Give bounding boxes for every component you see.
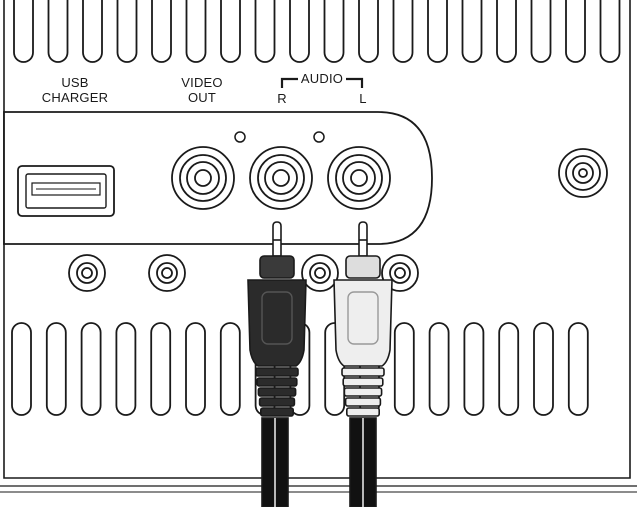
white-left-audio-plug	[333, 221, 393, 507]
vent-slot	[82, 0, 103, 63]
vent-slot	[393, 322, 415, 416]
vent-slot	[254, 0, 276, 63]
top-vent-slots	[13, 0, 621, 63]
vent-slot	[151, 0, 172, 63]
vent-slot	[567, 322, 589, 416]
vent-slot	[358, 0, 379, 63]
audio-left-label: L	[359, 91, 366, 106]
plug-strain-relief-rib	[345, 407, 380, 417]
vent-slot	[13, 0, 34, 63]
vent-slot	[11, 322, 32, 416]
vent-slot	[289, 0, 310, 63]
usb-label-line1: USB	[61, 75, 88, 90]
lower-hole-2	[148, 254, 186, 292]
vent-slot	[150, 322, 172, 416]
vent-slot	[533, 322, 554, 416]
vent-slot	[185, 0, 207, 63]
vent-slot	[80, 322, 102, 416]
plug-strain-relief-rib	[258, 397, 296, 407]
red-right-audio-plug	[247, 221, 307, 507]
video-label-line2: OUT	[188, 90, 216, 105]
plug-strain-relief-rib	[344, 397, 382, 407]
lower-hole-3	[301, 254, 339, 292]
indicator-hole-left	[234, 131, 246, 143]
usb-label-line2: CHARGER	[42, 90, 108, 105]
audio-label: AUDIO	[301, 71, 343, 86]
vent-slot	[116, 0, 138, 63]
antenna-jack	[558, 148, 608, 198]
plug-strain-relief-rib	[342, 377, 384, 387]
lower-hole-1	[68, 254, 106, 292]
vent-slot	[427, 0, 448, 63]
plug-strain-relief-rib	[256, 377, 298, 387]
vent-slot	[115, 322, 137, 416]
plug-strain-relief-rib	[255, 367, 299, 377]
vent-slot	[496, 0, 517, 63]
vent-slot	[461, 0, 483, 63]
video-label-line1: VIDEO	[181, 75, 222, 90]
vent-slot	[45, 322, 67, 416]
lower-holes	[68, 254, 419, 292]
vent-slot	[428, 322, 450, 416]
vent-slot	[219, 322, 241, 416]
vent-slot	[185, 322, 206, 416]
vent-slot	[599, 0, 621, 63]
indicator-hole-right	[313, 131, 325, 143]
audio-bracket	[280, 77, 364, 88]
audio-left-jack	[327, 146, 391, 210]
vent-slot	[47, 0, 69, 63]
plug-strain-relief-rib	[343, 387, 383, 397]
vent-slot	[463, 322, 485, 416]
usb-charger-port	[17, 165, 115, 217]
plug-strain-relief-rib	[259, 407, 294, 417]
vent-slot	[498, 322, 520, 416]
audio-right-jack	[249, 146, 313, 210]
vent-slot	[530, 0, 552, 63]
plug-strain-relief-rib	[341, 367, 385, 377]
vent-slot	[565, 0, 586, 63]
vent-slot	[323, 0, 345, 63]
vent-slot	[220, 0, 241, 63]
vent-slot	[392, 0, 414, 63]
plug-strain-relief-rib	[257, 387, 297, 397]
video-out-jack	[171, 146, 235, 210]
audio-right-label: R	[277, 91, 287, 106]
